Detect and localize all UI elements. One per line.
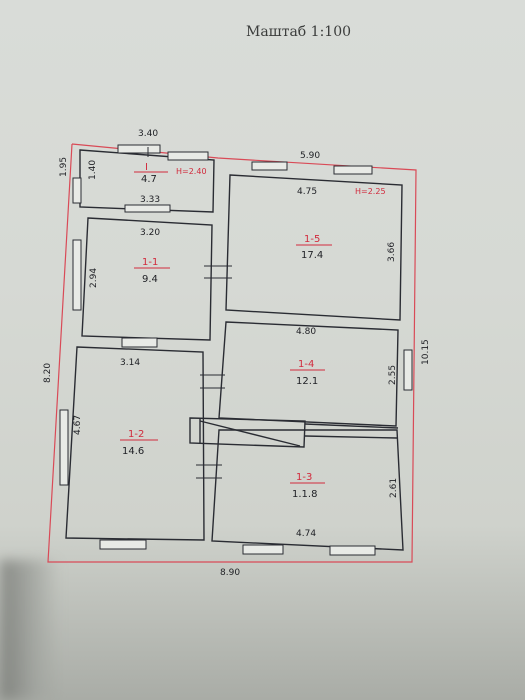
room-1-1-id: 1-1 [142, 257, 158, 268]
room-1-4-area: 12.1 [296, 376, 318, 387]
room-1-4: 1-4 12.1 4.80 2.55 [290, 327, 398, 387]
room-1-5-height: H=2.25 [355, 187, 386, 196]
room-1-4-id: 1-4 [298, 359, 314, 370]
room-I-id: I [145, 162, 148, 173]
dim-bottom: 8.90 [220, 568, 240, 578]
exterior-outline [47, 143, 417, 563]
walls [65, 149, 404, 551]
room-1-3-area: 1.1.8 [292, 489, 317, 500]
dim-left-main: 8.20 [43, 363, 53, 383]
paper-shadow [0, 560, 60, 700]
room-1-3-id: 1-3 [296, 472, 312, 483]
room-1-5: 1-5 17.4 H=2.25 4.75 3.66 [296, 187, 397, 262]
room-1-3-dim-width: 4.74 [296, 529, 316, 539]
room-1-5-area: 17.4 [301, 250, 323, 261]
room-1-3: 1-3 1.1.8 2.61 4.74 [290, 472, 399, 539]
room-1-2-area: 14.6 [122, 446, 144, 457]
room-1-4-dim-width: 4.80 [296, 327, 316, 337]
room-I-area: 4.7 [141, 174, 157, 185]
room-I-height: H=2.40 [176, 167, 207, 176]
scale-label: Маштаб 1:100 [246, 24, 352, 40]
room-I-dim-width: 3.33 [140, 195, 160, 205]
dim-left-small: 1.95 [59, 157, 69, 177]
room-1-2-dim-width: 3.14 [120, 358, 140, 368]
windows [59, 144, 413, 556]
dim-right-main: 10.15 [421, 339, 431, 365]
room-1-5-dim-width: 4.75 [297, 187, 317, 197]
room-1-2: 1-2 14.6 3.14 4.67 [73, 358, 158, 457]
dim-top-right: 5.90 [300, 151, 320, 161]
room-1-4-dim-side: 2.55 [388, 365, 398, 385]
room-1-5-dim-side: 3.66 [387, 242, 397, 262]
room-1-2-dim-side: 4.67 [73, 415, 83, 435]
room-1-3-dim-side: 2.61 [389, 478, 399, 498]
dim-top-left: 3.40 [138, 129, 158, 139]
room-1-1-dim-side: 2.94 [89, 268, 99, 288]
doors [147, 147, 232, 479]
room-1-2-id: 1-2 [128, 429, 144, 440]
room-1-5-id: 1-5 [304, 234, 320, 245]
room-1-1: 1-1 9.4 3.20 2.94 [89, 228, 170, 288]
room-I: I 4.7 H=2.40 1.40 3.33 [88, 160, 207, 205]
room-1-1-dim-width: 3.20 [140, 228, 160, 238]
room-1-1-area: 9.4 [142, 274, 158, 285]
room-I-dim-side: 1.40 [88, 160, 98, 180]
